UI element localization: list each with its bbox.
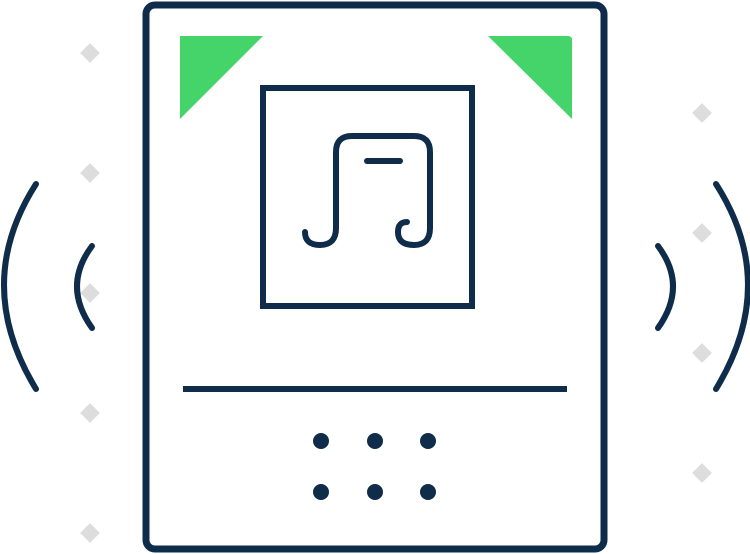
music-note-head-left	[302, 225, 339, 248]
music-note-head-right	[395, 219, 433, 248]
music-note-icon	[302, 133, 433, 248]
watermark-diamond	[80, 43, 100, 63]
corner-accent-right	[488, 36, 572, 119]
watermark-diamond	[692, 343, 712, 363]
sound-wave-right-inner	[655, 243, 676, 331]
speaker-dot	[367, 484, 383, 500]
watermark-diamond	[80, 283, 100, 303]
speaker-dot	[420, 484, 436, 500]
watermark-diamond	[692, 223, 712, 243]
sound-wave-left-inner	[74, 243, 95, 331]
speaker-dot	[313, 433, 329, 449]
corner-accent-left	[180, 36, 263, 119]
sound-wave-left-outer	[1, 181, 39, 392]
watermark-diamond	[80, 523, 100, 543]
watermark-diamond	[692, 103, 712, 123]
music-note-frame	[333, 133, 433, 231]
device-screen	[260, 85, 475, 309]
sound-wave-right-icon	[655, 181, 750, 392]
speaker-dot	[420, 433, 436, 449]
sound-wave-left-icon	[1, 181, 95, 392]
speaker-dot	[313, 484, 329, 500]
watermark-diamond	[692, 463, 712, 483]
speaker-dot	[367, 433, 383, 449]
watermark-diamond	[80, 403, 100, 423]
speaker-grille	[313, 433, 436, 500]
sound-wave-right-outer	[713, 181, 750, 392]
watermark-diamond	[80, 163, 100, 183]
